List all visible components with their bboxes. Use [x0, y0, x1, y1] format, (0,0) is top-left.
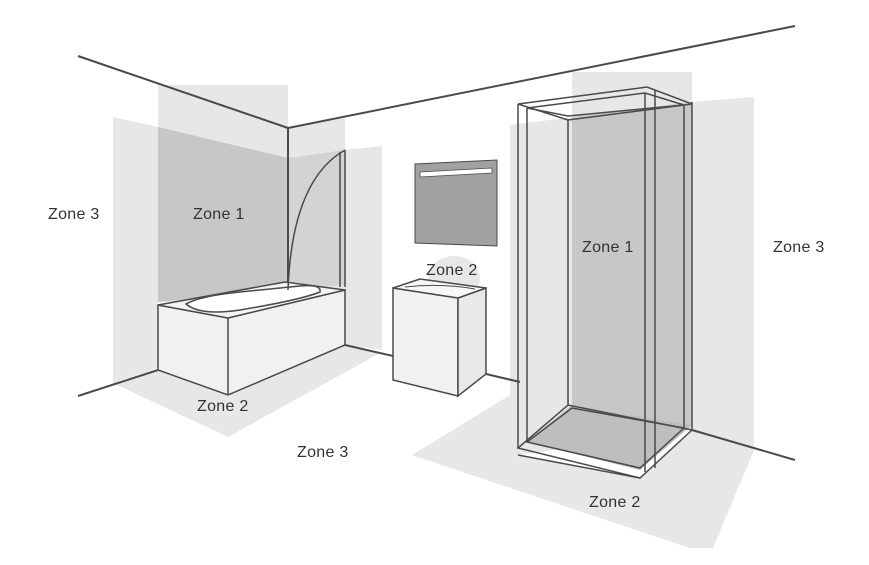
floor-line-basin [485, 373, 521, 383]
zone1-bath-label: Zone 1 [193, 206, 245, 223]
bathtub [157, 281, 346, 396]
zone2-shower-label: Zone 2 [589, 494, 641, 511]
zone3-left-wall-area [113, 117, 158, 383]
zone2-shower-floor-area [412, 395, 754, 548]
floor-line-left [77, 369, 159, 397]
mirror [414, 159, 498, 247]
zone2-bath-floor-area [113, 345, 382, 437]
shower-base-front [517, 454, 641, 479]
basin-unit [392, 278, 487, 398]
floor-line-right [691, 429, 796, 461]
bath-screen [287, 149, 346, 291]
ceiling-line-left [77, 55, 289, 129]
zone1-bath-wall-area [158, 127, 288, 302]
zone3-left-label: Zone 3 [48, 206, 100, 223]
zone1-shower-back-wall [572, 102, 692, 425]
shower-enclosure [516, 86, 694, 479]
zone2-basin-label: Zone 2 [426, 262, 478, 279]
zone1-shower-label: Zone 1 [582, 239, 634, 256]
floor-line-mid [344, 344, 394, 357]
zone3-right-label: Zone 3 [773, 239, 825, 256]
ceiling-line-right [287, 25, 796, 129]
zone3-floor-label: Zone 3 [297, 444, 349, 461]
zone2-bath-label: Zone 2 [197, 398, 249, 415]
zone1-bath-screen-area [288, 150, 345, 290]
